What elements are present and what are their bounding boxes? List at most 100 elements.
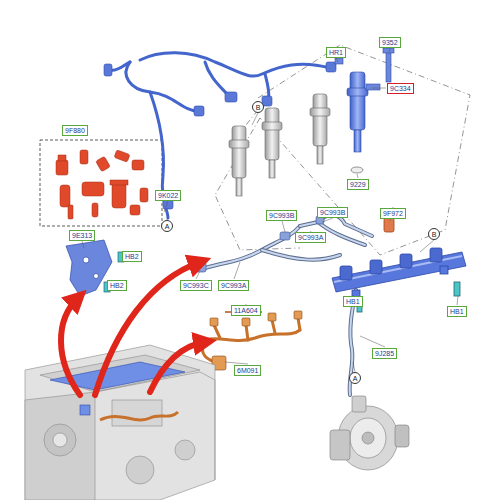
red-caps	[132, 160, 144, 170]
callout-number: 9E313	[69, 230, 95, 241]
fuel-rail	[384, 218, 394, 232]
engine	[53, 433, 67, 447]
fuel-rail	[332, 252, 466, 292]
wiring-harness-6m091	[214, 325, 220, 338]
leader-lines	[353, 362, 355, 372]
harness-connectors	[225, 92, 237, 102]
leader-lines	[234, 262, 240, 279]
part-number: 9C993C	[183, 282, 209, 289]
leader-lines	[389, 48, 390, 52]
callout-number: 9352	[379, 37, 401, 48]
pipe-fittings	[196, 216, 324, 272]
fuel-rail	[332, 218, 466, 312]
callout-number: 9C993B	[317, 207, 348, 218]
injectors	[347, 88, 368, 96]
injectors	[265, 108, 279, 160]
pipe-fittings	[280, 232, 290, 240]
injectors	[236, 178, 242, 196]
red-caps	[58, 155, 66, 161]
callout-number: 9229	[347, 179, 369, 190]
callout-number: HB1	[343, 296, 363, 307]
engine	[100, 412, 178, 420]
fuel-pipes	[205, 226, 300, 268]
red-caps	[130, 205, 140, 215]
dashed-group-outline	[215, 118, 300, 250]
harness-connectors	[104, 64, 112, 76]
harness-plugs	[210, 311, 302, 370]
red-caps	[114, 150, 130, 162]
callout-number: 9K022	[155, 190, 181, 201]
leader-lines	[225, 362, 248, 364]
leader-lines	[164, 201, 168, 212]
wiring-harness-6m091	[298, 318, 300, 330]
high-pressure-pump	[330, 396, 409, 470]
injectors	[350, 72, 365, 130]
connector-marker: B	[428, 228, 440, 240]
injectors	[347, 72, 368, 152]
callout-number: 9C993B	[266, 210, 297, 221]
red-caps	[56, 150, 148, 219]
injectors	[317, 146, 323, 164]
part-number: 9C993A	[298, 234, 323, 241]
part-number: 9E313	[72, 232, 92, 239]
injector-harness	[126, 62, 200, 112]
marker-letter: A	[353, 375, 358, 382]
part-number: 9C334	[390, 85, 411, 92]
red-caps	[92, 203, 98, 217]
injectors	[383, 48, 394, 53]
part-number: HR1	[329, 49, 343, 56]
wiring-harness-6m091	[272, 320, 275, 333]
callout-number: 11A604	[231, 305, 261, 316]
leader-lines	[82, 241, 84, 248]
callout-number: 9J285	[372, 348, 397, 359]
marker-letter: B	[432, 231, 437, 238]
callout-number: 9C993C	[180, 280, 212, 291]
bracket-9e313	[94, 274, 99, 279]
injectors	[229, 48, 394, 196]
callout-number: 6M091	[234, 365, 261, 376]
harness-connectors	[326, 62, 336, 72]
high-pressure-pump	[330, 430, 350, 460]
part-number: 9J285	[375, 350, 394, 357]
injectors	[313, 94, 327, 146]
engine	[112, 400, 162, 426]
fuel-pipes	[205, 215, 372, 395]
marker-letter: A	[165, 223, 170, 230]
injector-harness	[110, 53, 330, 218]
leader-lines	[457, 296, 458, 305]
wiring-harness-6m091	[202, 318, 300, 362]
callout-number: HR1	[326, 47, 346, 58]
red-caps	[80, 150, 88, 164]
engine	[25, 392, 95, 500]
injectors	[366, 84, 380, 90]
dashed-group-outline	[258, 45, 470, 255]
part-number: 9229	[350, 181, 366, 188]
engine	[175, 440, 195, 460]
spare-parts-box	[40, 140, 162, 226]
fuel-rail	[340, 266, 352, 280]
red-caps	[110, 180, 128, 185]
part-number: HB1	[346, 298, 360, 305]
part-number: 9F972	[383, 210, 403, 217]
leader-lines	[360, 336, 385, 347]
injectors	[354, 130, 361, 152]
callout-number: 9F972	[380, 208, 406, 219]
injectors	[335, 58, 343, 64]
fuel-rail	[370, 260, 382, 274]
bracket-9e313	[83, 257, 89, 263]
bracket-9e313	[66, 240, 124, 296]
fuel-rail	[440, 266, 448, 274]
engine	[80, 405, 90, 415]
leader-lines	[322, 218, 333, 222]
callout-number: HB1	[447, 306, 467, 317]
part-number: 9K022	[158, 192, 178, 199]
part-number: 9F880	[65, 127, 85, 134]
part-number: 9C993B	[269, 212, 294, 219]
leader-lines	[336, 58, 338, 62]
callout-number: 9F880	[62, 125, 88, 136]
bracket-9e313	[66, 240, 112, 296]
injectors	[269, 160, 275, 178]
part-number: 9C993B	[320, 209, 345, 216]
